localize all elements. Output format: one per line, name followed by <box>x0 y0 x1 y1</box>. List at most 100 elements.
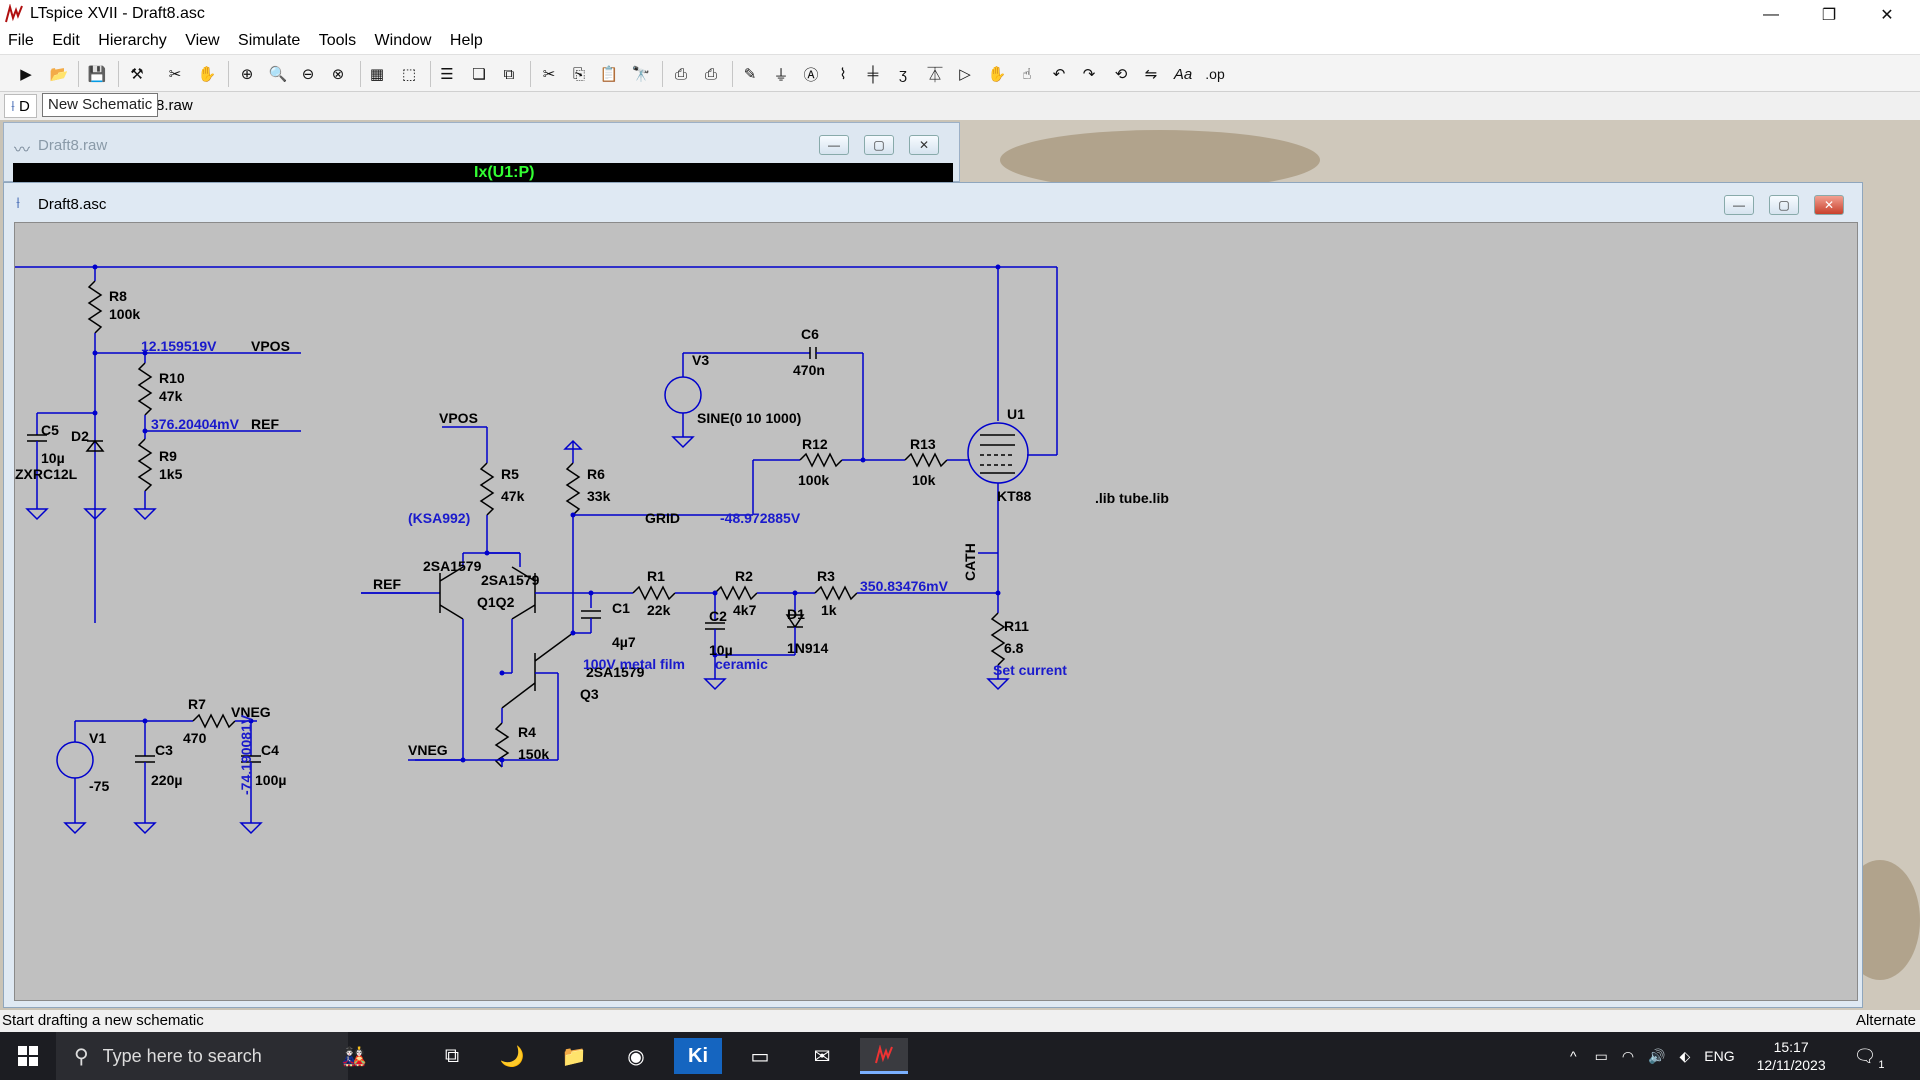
c3-name[interactable]: C3 <box>155 742 173 758</box>
zoom-area-icon[interactable]: 🔍 <box>268 66 288 83</box>
r4-name[interactable]: R4 <box>518 724 536 740</box>
raw-minimize-button[interactable]: — <box>819 135 849 155</box>
pencil-icon[interactable]: ✎ <box>743 66 757 83</box>
move-icon[interactable]: ✋ <box>987 66 1007 83</box>
ground-icon[interactable]: ⏚ <box>773 66 789 84</box>
close-all-icon[interactable]: ⧉ <box>503 65 515 83</box>
c4-value[interactable]: 100µ <box>255 772 286 788</box>
c4-name[interactable]: C4 <box>261 742 279 758</box>
c2-note[interactable]: ceramic <box>715 656 768 672</box>
app-icon-1[interactable]: 🌙 <box>499 1045 525 1068</box>
menu-edit[interactable]: Edit <box>52 32 80 49</box>
r2-value[interactable]: 4k7 <box>733 602 757 618</box>
zoom-out-icon[interactable]: ⊖ <box>301 66 315 83</box>
r10-value[interactable]: 47k <box>159 388 183 404</box>
d2-name[interactable]: D2 <box>71 428 89 444</box>
search-highlight-icon[interactable]: 🎎 <box>341 1045 367 1068</box>
inductor-icon[interactable]: ʒ <box>898 65 908 83</box>
schematic-close-button[interactable]: ✕ <box>1814 195 1844 215</box>
save-icon[interactable]: 💾 <box>87 66 107 83</box>
run-icon[interactable]: ▶ <box>20 66 32 83</box>
paste-icon[interactable]: 📋 <box>599 66 619 83</box>
undo-icon[interactable]: ↶ <box>1052 66 1066 83</box>
u1-name[interactable]: U1 <box>1007 406 1025 422</box>
chrome-icon[interactable]: ◉ <box>627 1045 645 1068</box>
schematic-minimize-button[interactable]: — <box>1724 195 1754 215</box>
r9-value[interactable]: 1k5 <box>159 466 183 482</box>
c2-name[interactable]: C2 <box>709 608 727 624</box>
ltspice-taskbar-icon[interactable] <box>860 1038 908 1074</box>
mail-icon[interactable]: ✉ <box>813 1045 831 1068</box>
start-button[interactable] <box>4 1038 52 1074</box>
r6-name[interactable]: R6 <box>587 466 605 482</box>
terminal-icon[interactable]: ▭ <box>750 1045 770 1068</box>
minimize-button[interactable]: — <box>1742 0 1800 29</box>
trace-label[interactable]: Ix(U1:P) <box>474 164 535 181</box>
cut-icon[interactable]: ✂ <box>542 66 556 83</box>
ref-voltage[interactable]: 376.20404mV <box>151 416 240 432</box>
clock[interactable]: 15:17 12/11/2023 <box>1757 1038 1826 1074</box>
r12-name[interactable]: R12 <box>802 436 828 452</box>
raw-close-button[interactable]: ✕ <box>909 135 939 155</box>
c1-value[interactable]: 4µ7 <box>612 634 636 650</box>
battery-icon[interactable]: ▭ <box>1594 1047 1608 1064</box>
d2-model[interactable]: ZXRC12L <box>15 466 78 482</box>
restore-button[interactable]: ❐ <box>1800 0 1858 29</box>
r9-name[interactable]: R9 <box>159 448 177 464</box>
c6-name[interactable]: C6 <box>801 326 819 342</box>
copy-icon[interactable]: ⎘ <box>572 65 585 83</box>
menu-view[interactable]: View <box>185 32 220 49</box>
label-icon[interactable]: Ⓐ <box>803 66 819 84</box>
diode-icon[interactable]: ⏄ <box>927 66 943 84</box>
vpos-voltage[interactable]: 12.159519V <box>141 338 217 354</box>
r13-value[interactable]: 10k <box>912 472 936 488</box>
zoom-in-icon[interactable]: ⊕ <box>240 66 254 83</box>
c5-value[interactable]: 10µ <box>41 450 65 466</box>
cascade-icon[interactable]: ❏ <box>472 66 486 83</box>
grid-voltage[interactable]: -48.972885V <box>720 510 801 526</box>
menu-window[interactable]: Window <box>374 32 432 49</box>
u1-model[interactable]: KT88 <box>997 488 1031 504</box>
vneg-voltage[interactable]: -74.190081V <box>238 714 254 795</box>
r11-value[interactable]: 6.8 <box>1004 640 1024 656</box>
q1q2-names[interactable]: Q1Q2 <box>477 594 515 610</box>
tab-schematic[interactable]: ⟊ D <box>4 94 37 118</box>
q3-model[interactable]: 2SA1579 <box>586 664 645 680</box>
v3-name[interactable]: V3 <box>692 352 709 368</box>
r7-name[interactable]: R7 <box>188 696 206 712</box>
v1-name[interactable]: V1 <box>89 730 106 746</box>
menu-simulate[interactable]: Simulate <box>238 32 301 49</box>
file-explorer-icon[interactable]: 📁 <box>561 1045 587 1068</box>
open-icon[interactable]: 📂 <box>49 66 69 83</box>
autorange-icon[interactable]: ▦ <box>369 66 385 83</box>
r3-name[interactable]: R3 <box>817 568 835 584</box>
print-icon[interactable]: ⎙ <box>674 65 687 83</box>
zoom-back-icon[interactable]: ⬚ <box>401 66 417 83</box>
vpos-label[interactable]: VPOS <box>251 338 290 354</box>
task-view-icon[interactable]: ⧉ <box>444 1044 460 1067</box>
r5-name[interactable]: R5 <box>501 466 519 482</box>
vpos-net-label[interactable]: VPOS <box>439 410 478 426</box>
r1-value[interactable]: 22k <box>647 602 671 618</box>
kicad-icon[interactable]: Ki <box>674 1038 722 1074</box>
menu-tools[interactable]: Tools <box>318 32 357 49</box>
vneg-net-label[interactable]: VNEG <box>231 704 271 720</box>
r11-note[interactable]: Set current <box>993 662 1067 678</box>
grid-label[interactable]: GRID <box>645 510 680 526</box>
resistor-icon[interactable]: ⌇ <box>839 66 847 83</box>
volume-icon[interactable]: 🔊 <box>1648 1047 1666 1064</box>
r1-name[interactable]: R1 <box>647 568 665 584</box>
menu-help[interactable]: Help <box>449 32 483 49</box>
control-panel-icon[interactable]: ⚒ <box>130 66 144 83</box>
tile-icon[interactable]: ☰ <box>440 66 454 83</box>
v3-value[interactable]: SINE(0 10 1000) <box>697 410 801 426</box>
spice-directive[interactable]: .lib tube.lib <box>1095 490 1169 506</box>
r8-name[interactable]: R8 <box>109 288 127 304</box>
cathode-net-label[interactable]: CATH <box>962 543 978 581</box>
rotate-icon[interactable]: ⟲ <box>1114 66 1128 83</box>
q1-model[interactable]: 2SA1579 <box>423 558 482 574</box>
language-indicator[interactable]: ENG <box>1704 1048 1735 1064</box>
c1-note[interactable]: 100V metal film <box>583 656 685 672</box>
d1-model[interactable]: 1N914 <box>787 640 828 656</box>
taskbar-search[interactable]: ⚲ Type here to search <box>56 1032 348 1080</box>
